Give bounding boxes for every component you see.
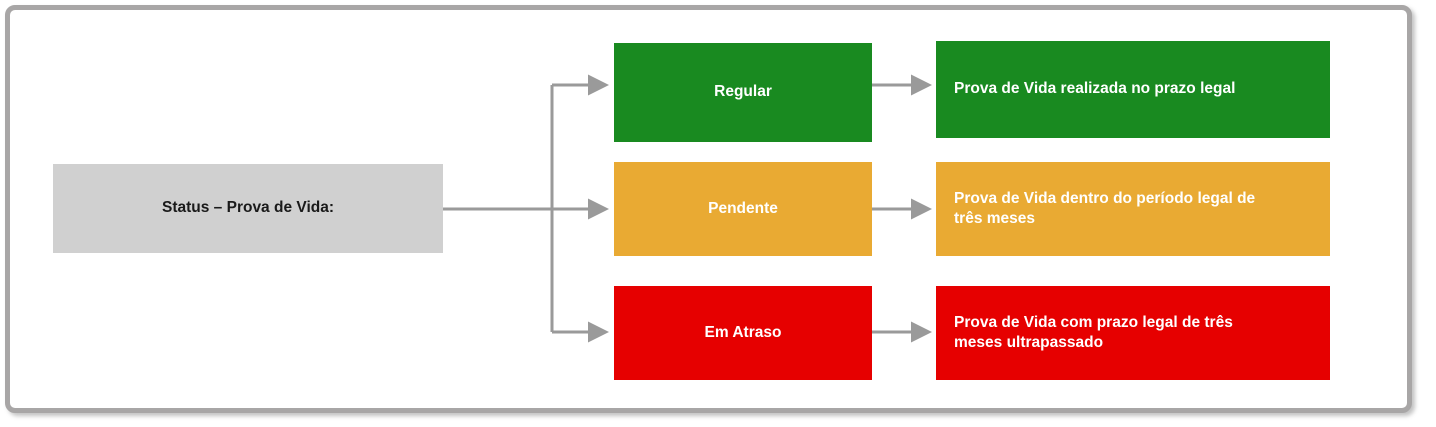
description-node-text: Prova de Vida com prazo legal de três me…: [954, 313, 1233, 354]
status-node-label: Em Atraso: [704, 323, 782, 341]
description-node-text: Prova de Vida dentro do período legal de…: [954, 189, 1255, 230]
description-node-pendente[interactable]: Prova de Vida dentro do período legal de…: [936, 162, 1330, 256]
description-line-2: três meses: [954, 210, 1036, 227]
description-node-text: Prova de Vida realizada no prazo legal: [954, 79, 1235, 99]
description-line-1: Prova de Vida dentro do período legal de: [954, 189, 1256, 207]
status-node-regular[interactable]: Regular: [614, 43, 872, 142]
status-node-label: Pendente: [708, 199, 778, 217]
root-node-status-prova-de-vida[interactable]: Status – Prova de Vida:: [53, 164, 443, 253]
status-node-pendente[interactable]: Pendente: [614, 162, 872, 256]
root-node-label: Status – Prova de Vida:: [162, 199, 334, 217]
status-node-em-atraso[interactable]: Em Atraso: [614, 286, 872, 380]
description-line-1: Prova de Vida com prazo legal de três: [954, 313, 1233, 331]
description-line-2: meses ultrapassado: [954, 334, 1104, 351]
status-node-label: Regular: [714, 83, 772, 101]
description-line-1: Prova de Vida realizada no prazo legal: [954, 80, 1236, 98]
description-node-regular[interactable]: Prova de Vida realizada no prazo legal: [936, 41, 1330, 138]
description-node-em-atraso[interactable]: Prova de Vida com prazo legal de três me…: [936, 286, 1330, 380]
